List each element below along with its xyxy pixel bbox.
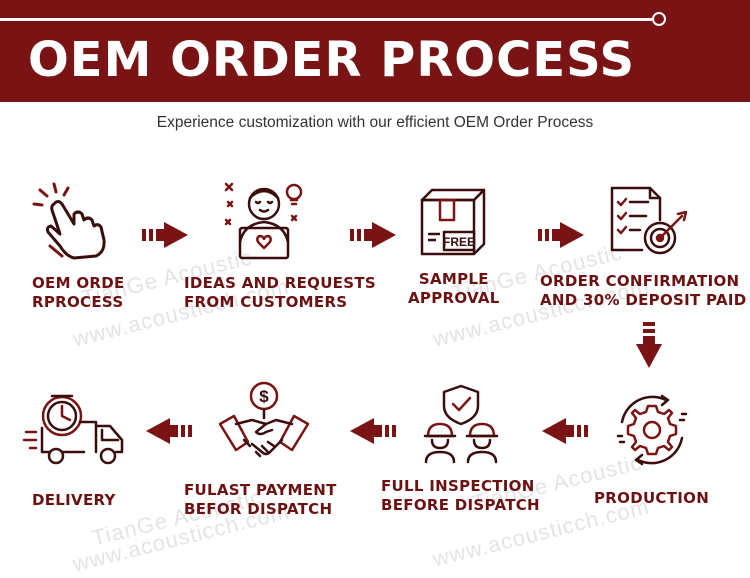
gear-cycle-icon bbox=[616, 394, 688, 466]
svg-text:$: $ bbox=[259, 387, 269, 406]
arrow-right-icon bbox=[142, 222, 188, 248]
arrow-right-icon bbox=[538, 222, 584, 248]
svg-text:FREE: FREE bbox=[443, 235, 475, 249]
delivery-truck-icon bbox=[22, 394, 124, 465]
banner-decor-line bbox=[0, 18, 652, 21]
checklist-target-icon bbox=[610, 186, 688, 255]
handshake-dollar-icon: $ bbox=[218, 381, 310, 458]
page-subtitle: Experience customization with our effici… bbox=[156, 114, 594, 131]
banner-decor-dot bbox=[652, 12, 666, 26]
arrow-right-icon bbox=[350, 222, 396, 248]
free-sample-box-icon: FREE bbox=[420, 188, 486, 256]
arrow-left-icon bbox=[350, 418, 396, 444]
header-banner: OEM ORDER PROCESS bbox=[0, 0, 750, 102]
arrow-left-icon bbox=[146, 418, 192, 444]
arrow-down-icon bbox=[636, 322, 662, 368]
step-label-delivery: DELIVERY bbox=[32, 491, 116, 509]
step-label-production: PRODUCTION bbox=[594, 489, 710, 507]
designer-idea-icon bbox=[224, 182, 303, 260]
arrow-left-icon bbox=[542, 418, 588, 444]
tap-hand-icon bbox=[32, 182, 106, 260]
page-title: OEM ORDER PROCESS bbox=[28, 32, 636, 88]
inspection-workers-icon bbox=[423, 384, 499, 464]
